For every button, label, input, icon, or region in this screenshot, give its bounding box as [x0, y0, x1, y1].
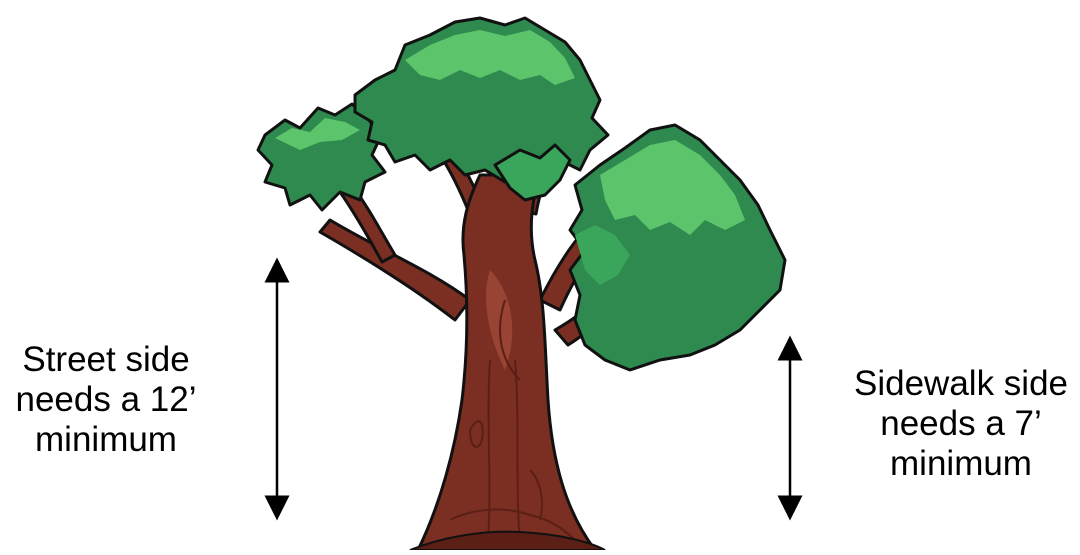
street-side-label-line1: Street side [0, 340, 212, 380]
sidewalk-side-label-line2: needs a 7’ [846, 404, 1076, 444]
sidewalk-side-label-line1: Sidewalk side [846, 364, 1076, 404]
street-side-label-line2: needs a 12’ [0, 380, 212, 420]
street-side-label: Street side needs a 12’ minimum [0, 340, 212, 460]
sidewalk-side-label-line3: minimum [846, 444, 1076, 484]
sidewalk-side-label: Sidewalk side needs a 7’ minimum [846, 364, 1076, 484]
street-side-label-line3: minimum [0, 420, 212, 460]
